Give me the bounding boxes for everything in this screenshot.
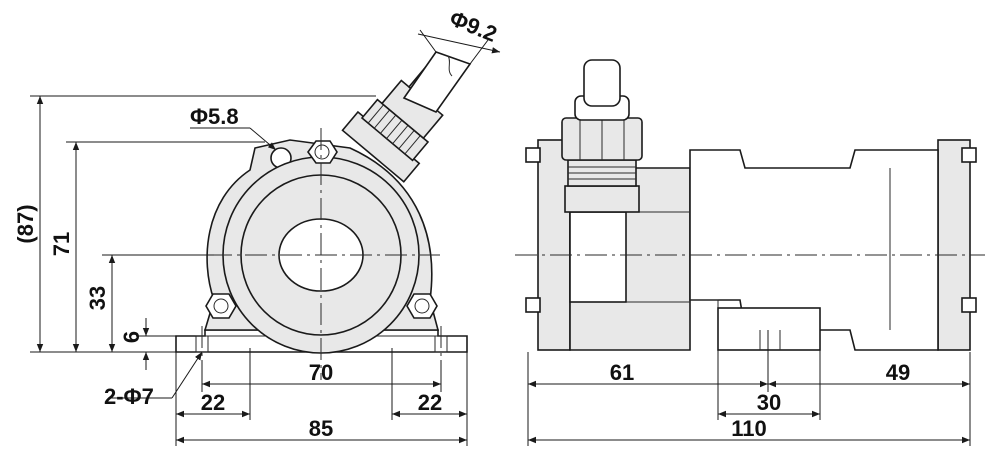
right-flange bbox=[937, 139, 971, 351]
dim-foot-right: 22 bbox=[418, 390, 442, 415]
dim-cable-dia: Φ9.2 bbox=[446, 5, 500, 46]
side-view bbox=[515, 59, 985, 351]
dim-base-thickness: 6 bbox=[119, 331, 144, 343]
cable-end bbox=[583, 59, 621, 107]
base-slot bbox=[717, 307, 821, 351]
bolt-head-top bbox=[307, 140, 338, 164]
dim-height-body: 71 bbox=[49, 232, 74, 256]
shaft-tube bbox=[689, 149, 939, 351]
dim-mount-holes: 2-Φ7 bbox=[104, 384, 154, 409]
dim-width-front: 85 bbox=[309, 416, 333, 441]
front-view bbox=[175, 51, 472, 380]
dim-side-left: 61 bbox=[610, 360, 634, 385]
side-gland bbox=[561, 59, 643, 213]
dim-side-right: 49 bbox=[886, 360, 910, 385]
dim-length-total: 110 bbox=[731, 416, 767, 441]
bolt-head-right bbox=[406, 293, 438, 319]
bolt-head-left bbox=[205, 293, 237, 319]
dim-foot-left: 22 bbox=[201, 390, 225, 415]
left-flange bbox=[537, 139, 571, 351]
dim-height-center: 33 bbox=[85, 286, 110, 310]
dim-height-total: (87) bbox=[13, 204, 38, 243]
dim-hole-pitch: 70 bbox=[309, 360, 333, 385]
dim-side-slot: 30 bbox=[757, 390, 781, 415]
side-dimensions: 61 49 30 110 bbox=[527, 330, 971, 446]
dim-ear-hole: Φ5.8 bbox=[190, 104, 239, 129]
